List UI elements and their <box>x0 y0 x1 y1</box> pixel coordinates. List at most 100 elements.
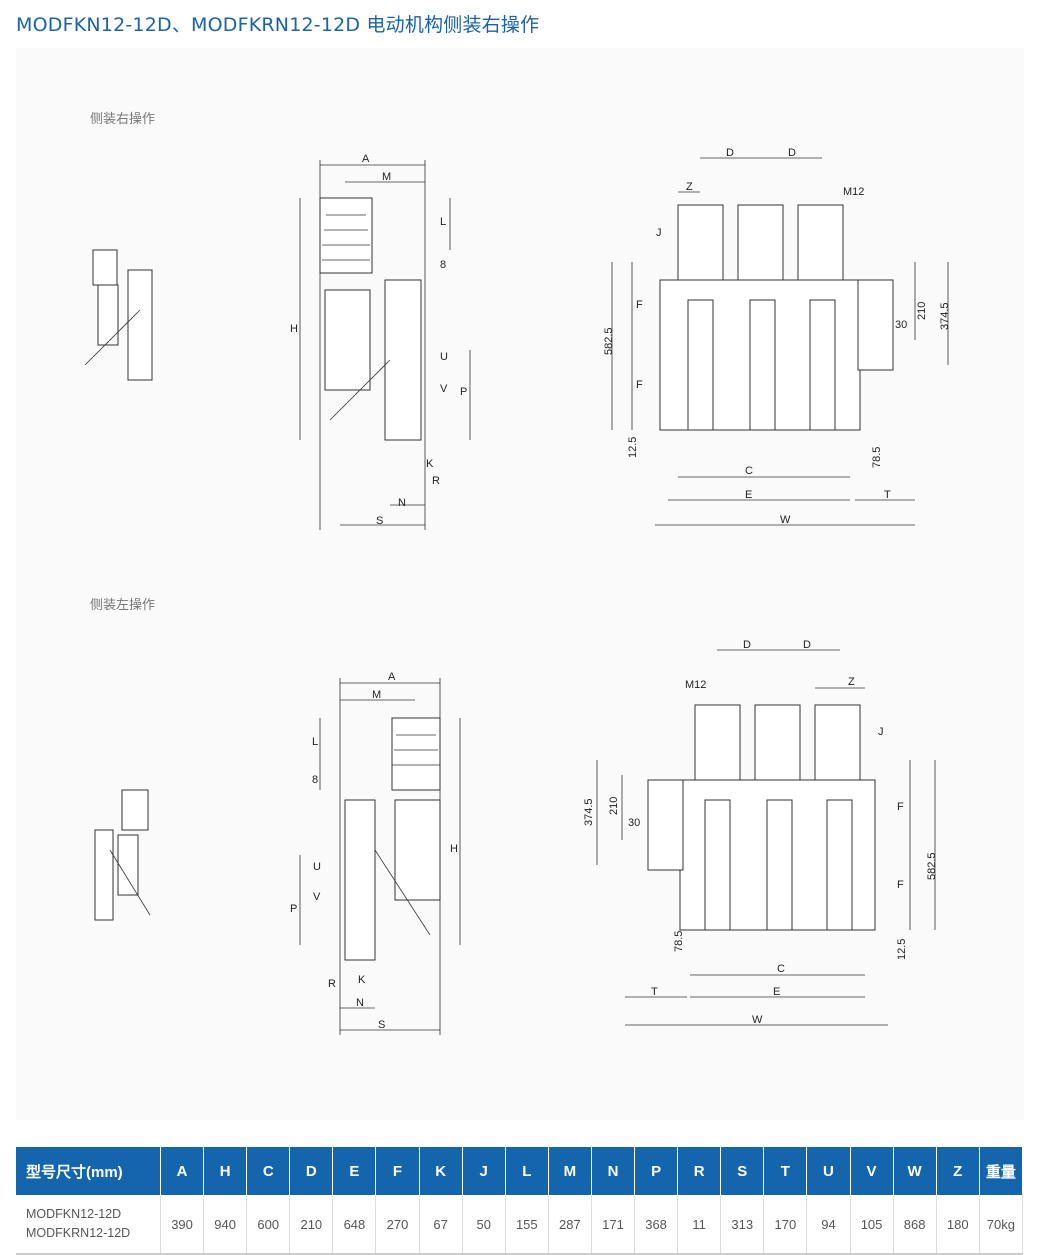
header-cell: 型号尺寸(mm) <box>16 1147 161 1195</box>
section-label-right: 侧装右操作 <box>90 111 156 126</box>
dimension-label: 12.5 <box>896 939 908 960</box>
dimension-label: W <box>780 514 791 526</box>
dimension-label: C <box>777 963 785 975</box>
header-cell: M <box>548 1147 592 1195</box>
value-cell: 105 <box>850 1195 894 1255</box>
dimension-label: E <box>773 986 780 998</box>
dimension-label: 8 <box>312 774 318 786</box>
dimension-label: A <box>362 153 370 165</box>
thumbnail-right <box>84 249 153 381</box>
dimension-label: M <box>372 689 381 701</box>
header-cell: W <box>893 1147 937 1195</box>
value-cell: 94 <box>806 1195 851 1255</box>
dimension-label: D <box>803 639 811 651</box>
header-cell: K <box>419 1147 463 1195</box>
dimension-label: P <box>290 903 297 915</box>
dimension-label: 8 <box>440 259 446 271</box>
dimension-label: U <box>440 351 448 363</box>
dimension-label: H <box>450 843 458 855</box>
header-cell: S <box>720 1147 765 1195</box>
table-header-row: 型号尺寸(mm) A H C D E F K J L M N P R S T U… <box>16 1147 1024 1195</box>
dimension-label: L <box>312 736 318 748</box>
dimension-label: F <box>897 879 904 891</box>
model-cell: MODFKN12-12D MODFKRN12-12D <box>16 1195 161 1255</box>
header-cell: J <box>462 1147 506 1195</box>
dimension-label: 210 <box>608 797 620 815</box>
value-cell: 180 <box>936 1195 980 1255</box>
dimension-label: M12 <box>685 679 706 691</box>
thumbnail-left <box>94 789 151 921</box>
header-cell: P <box>634 1147 679 1195</box>
header-cell: D <box>289 1147 334 1195</box>
header-cell: E <box>332 1147 377 1195</box>
dimension-label: C <box>745 465 753 477</box>
header-cell: T <box>763 1147 808 1195</box>
value-cell: 940 <box>203 1195 248 1255</box>
table-row: MODFKN12-12D MODFKRN12-12D 390 940 600 21… <box>16 1195 1024 1255</box>
dimension-label: M <box>382 171 391 183</box>
dimension-label: T <box>884 489 891 501</box>
dimension-label: MODFKN12-12D <box>26 1207 122 1221</box>
section-label-left: 侧装左操作 <box>90 597 156 612</box>
dimension-label: E <box>745 489 752 501</box>
dimension-label: H <box>290 323 298 335</box>
value-cell: 270 <box>375 1195 420 1255</box>
value-cell: 67 <box>419 1195 463 1255</box>
header-cell: A <box>160 1147 205 1195</box>
dimension-label: 12.5 <box>627 437 639 458</box>
value-cell: 50 <box>462 1195 506 1255</box>
value-cell: 171 <box>591 1195 636 1255</box>
dimension-label: U <box>313 861 321 873</box>
page-title: MODFKN12-12D、MODFKRN12-12D 电动机构侧装右操作 <box>16 14 540 36</box>
dimension-label: 78.5 <box>871 447 883 468</box>
dimension-label: 30 <box>628 817 640 829</box>
dimension-label: N <box>356 997 364 1009</box>
dimension-label: Z <box>686 181 693 193</box>
header-cell: C <box>246 1147 291 1195</box>
dimension-label: V <box>313 891 321 903</box>
dimension-label: A <box>388 671 396 683</box>
dimension-label: K <box>426 458 434 470</box>
value-cell: 170 <box>763 1195 808 1255</box>
header-cell: 重量 <box>979 1147 1024 1195</box>
header-cell: Z <box>936 1147 980 1195</box>
dimension-label: Z <box>848 676 855 688</box>
value-cell: 648 <box>332 1195 377 1255</box>
dimension-label: F <box>897 801 904 813</box>
value-cell: 390 <box>160 1195 205 1255</box>
value-cell: 155 <box>505 1195 549 1255</box>
header-cell: V <box>850 1147 894 1195</box>
value-cell: 210 <box>289 1195 334 1255</box>
dimension-label: MODFKRN12-12D <box>26 1226 131 1240</box>
dimension-label: 30 <box>895 319 907 331</box>
header-cell: R <box>677 1147 722 1195</box>
dimension-label: J <box>878 726 884 738</box>
header-cell: N <box>591 1147 636 1195</box>
side-view-left: AM L8 HU VP KR NS <box>290 671 461 1035</box>
dimension-label: T <box>651 986 658 998</box>
dimension-label: S <box>376 515 383 527</box>
value-cell: 313 <box>720 1195 765 1255</box>
value-cell: 868 <box>893 1195 937 1255</box>
dimension-label: D <box>726 147 734 159</box>
dimension-label: F <box>636 379 643 391</box>
header-cell: H <box>203 1147 248 1195</box>
dimension-label: 78.5 <box>673 931 685 952</box>
dimension-label: D <box>788 147 796 159</box>
value-cell: 368 <box>634 1195 679 1255</box>
dimension-label: 582.5 <box>603 327 615 355</box>
value-cell: 600 <box>246 1195 291 1255</box>
drawing-panel <box>16 48 1024 1120</box>
dimension-label: P <box>460 386 467 398</box>
dimension-label: W <box>752 1014 763 1026</box>
dimension-label: D <box>743 639 751 651</box>
header-cell: F <box>375 1147 420 1195</box>
dimension-label: F <box>636 299 643 311</box>
dimension-label: 374.5 <box>939 302 951 330</box>
header-cell: U <box>806 1147 851 1195</box>
dimension-table: 型号尺寸(mm) A H C D E F K J L M N P R S T U… <box>16 1147 1024 1255</box>
dimension-label: J <box>656 227 662 239</box>
